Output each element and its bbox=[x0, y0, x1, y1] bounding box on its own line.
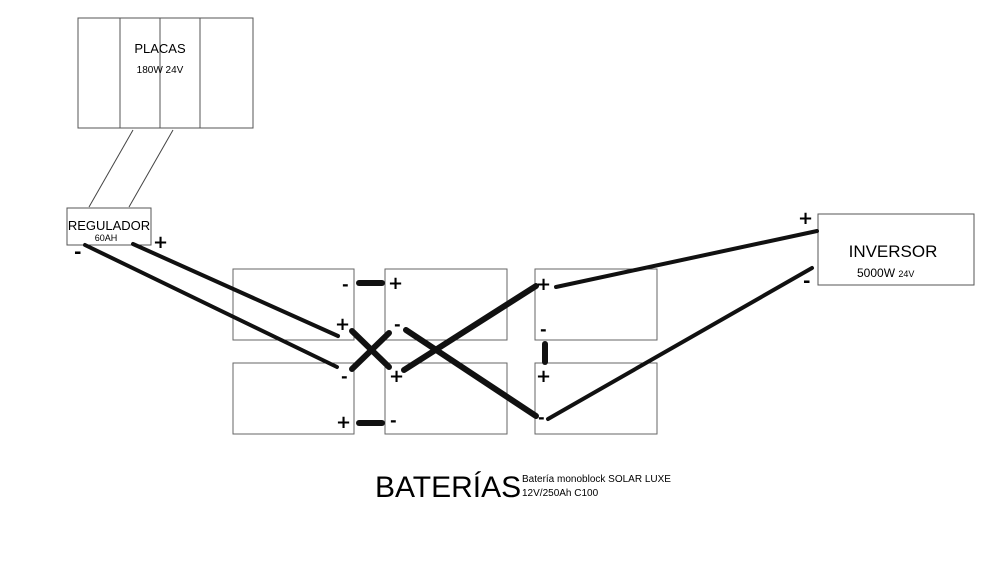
battery-3 bbox=[232, 362, 355, 435]
terminal-minus: - bbox=[538, 408, 545, 427]
inverter-box bbox=[817, 213, 975, 286]
battery-5 bbox=[534, 268, 658, 341]
wire-inverter-negative bbox=[546, 266, 814, 421]
terminal-minus: - bbox=[394, 315, 401, 334]
terminal-minus: - bbox=[390, 411, 397, 430]
cross-cable-b bbox=[349, 330, 392, 372]
regulator-minus-sign: - bbox=[74, 242, 81, 263]
inverter-title: INVERSOR bbox=[849, 242, 938, 261]
battery-caption: BATERÍAS Batería monoblock SOLAR LUXE 12… bbox=[375, 471, 671, 504]
battery-bank bbox=[232, 268, 658, 435]
regulator-plus-sign: + bbox=[153, 232, 168, 253]
regulator-spec: 60AH bbox=[95, 233, 118, 243]
solar-panels: PLACAS 180W 24V bbox=[77, 17, 254, 129]
terminal-minus: - bbox=[540, 320, 547, 339]
bus-cables bbox=[349, 280, 548, 426]
regulator: REGULADOR 60AH + - bbox=[66, 207, 168, 263]
panel-outline bbox=[77, 17, 254, 129]
diag-cable-up bbox=[401, 283, 539, 373]
regulator-box bbox=[66, 207, 152, 246]
inverter: INVERSOR 5000W 24V + - bbox=[798, 208, 975, 292]
terminal-plus: + bbox=[389, 366, 404, 387]
diag-cable-down bbox=[403, 327, 539, 419]
panels-title: PLACAS bbox=[134, 41, 186, 56]
terminal-labels: - + + - - + + - + - + - bbox=[335, 273, 551, 433]
terminal-plus: + bbox=[536, 366, 551, 387]
battery-6 bbox=[534, 362, 658, 435]
wire-regulator-negative bbox=[83, 243, 339, 369]
inverter-plus-sign: + bbox=[798, 208, 813, 229]
regulator-title: REGULADOR bbox=[68, 218, 150, 233]
panels-spec: 180W 24V bbox=[137, 65, 184, 76]
terminal-minus: - bbox=[341, 367, 348, 386]
terminal-minus: - bbox=[342, 275, 349, 294]
main-wires bbox=[83, 229, 819, 421]
battery-1 bbox=[232, 268, 355, 341]
panel-wire bbox=[128, 129, 174, 208]
terminal-plus: + bbox=[336, 412, 351, 433]
batteries-title: BATERÍAS bbox=[375, 471, 521, 504]
panel-wire bbox=[88, 129, 134, 208]
battery-spec: 12V/250Ah C100 bbox=[522, 488, 599, 499]
battery-model: Batería monoblock SOLAR LUXE bbox=[522, 474, 671, 485]
inverter-spec: 5000W 24V bbox=[857, 266, 914, 280]
wire-inverter-positive bbox=[554, 229, 819, 289]
terminal-plus: + bbox=[335, 314, 350, 335]
terminal-plus: + bbox=[536, 274, 551, 295]
inverter-minus-sign: - bbox=[803, 271, 810, 292]
terminal-plus: + bbox=[388, 273, 403, 294]
wire-regulator-positive bbox=[131, 242, 340, 338]
